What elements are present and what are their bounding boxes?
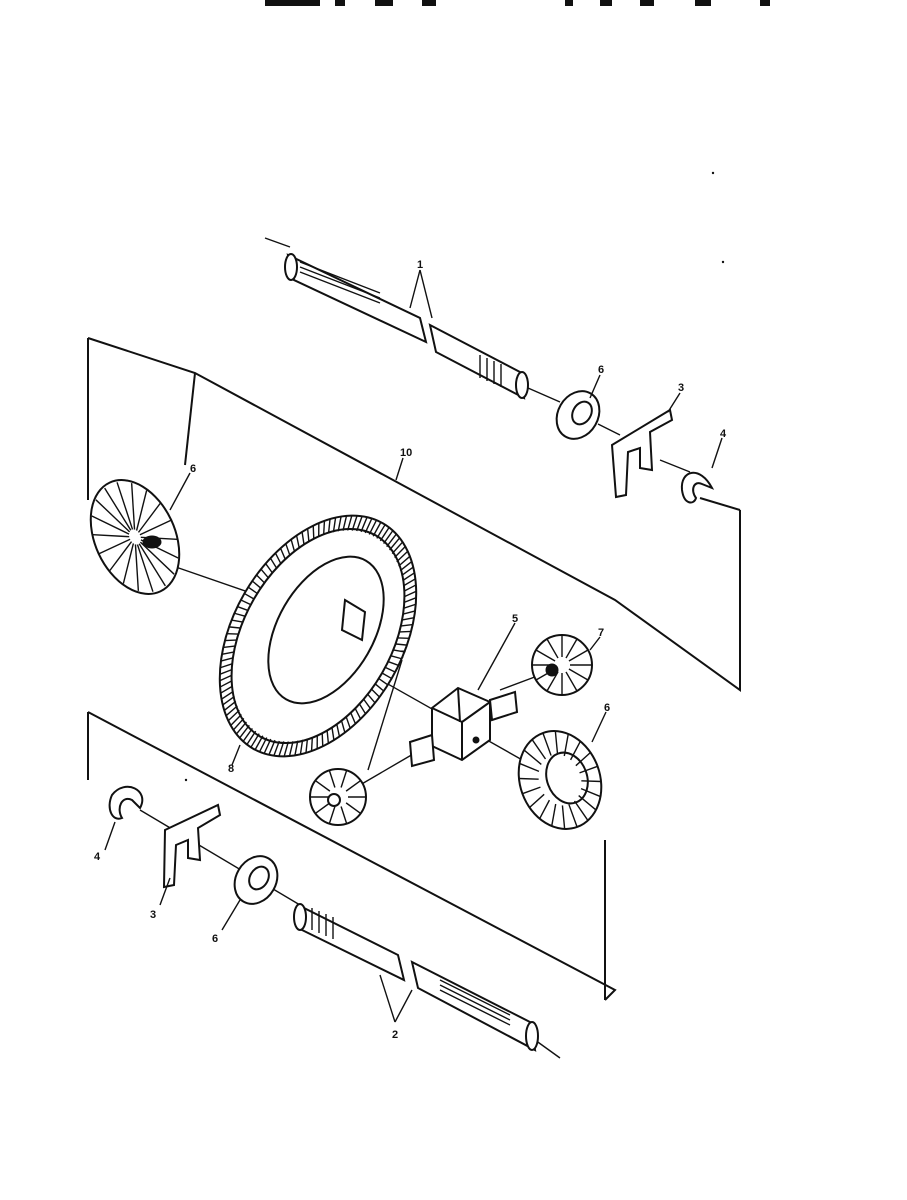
callout-bevel-gear-lower-right: 6 <box>604 702 610 714</box>
lower-clip <box>108 785 144 820</box>
upper-bracket <box>610 408 674 499</box>
callout-bevel-gear-left: 6 <box>190 463 196 475</box>
assembly-frame-lines <box>87 337 741 1001</box>
upper-washer <box>555 390 601 440</box>
pin-block <box>408 686 519 768</box>
callouts: 1 6 3 4 10 6 5 7 7 6 8 4 3 6 2 <box>94 259 727 1041</box>
lower-pinion <box>309 768 367 826</box>
upper-clip <box>680 471 715 504</box>
ring-gear <box>218 514 418 758</box>
lower-bracket <box>162 803 222 889</box>
lower-right-bevel-gear <box>517 730 603 830</box>
callout-pinion-upper: 7 <box>598 627 604 639</box>
callout-pinion-lower: 7 <box>400 649 406 661</box>
callout-pin-block: 5 <box>512 613 518 625</box>
callout-shaft-upper: 1 <box>417 259 423 271</box>
callout-washer-lower: 6 <box>212 933 218 945</box>
callout-assembly: 10 <box>400 447 412 459</box>
left-bevel-gear <box>89 479 181 595</box>
callout-washer-upper: 6 <box>598 364 604 376</box>
callout-bracket-upper: 3 <box>678 382 684 394</box>
leader-lines <box>104 269 723 1023</box>
lower-washer <box>233 855 279 905</box>
callout-clip-lower: 4 <box>94 851 101 863</box>
callout-ring-gear: 8 <box>228 763 234 775</box>
upper-pinion <box>531 634 593 696</box>
callout-bracket-lower: 3 <box>150 909 156 921</box>
cropped-header-fragments <box>265 0 770 6</box>
lower-shaft <box>293 903 539 1052</box>
callout-shaft-lower: 2 <box>392 1029 398 1041</box>
callout-clip-upper: 4 <box>720 428 727 440</box>
upper-shaft <box>284 253 529 400</box>
